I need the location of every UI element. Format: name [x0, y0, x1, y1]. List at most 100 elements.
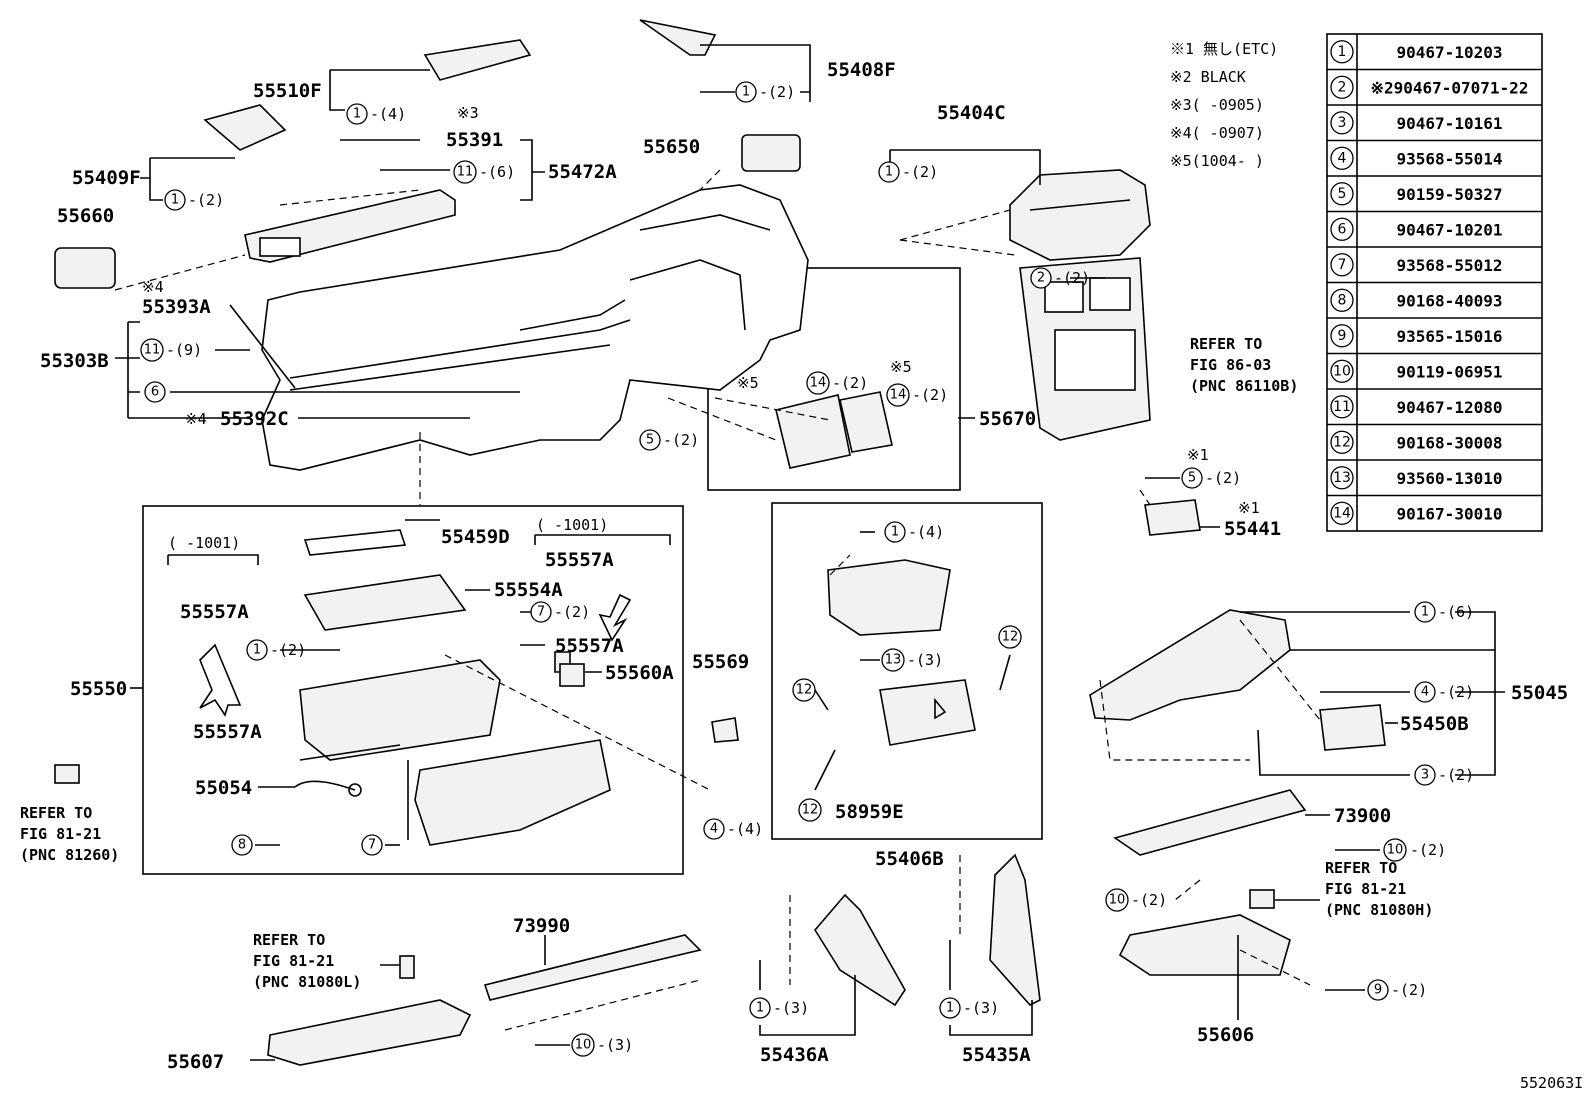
label-55510F: 55510F: [253, 80, 322, 102]
svg-text:1: 1: [891, 525, 899, 540]
row-number: 2: [1338, 79, 1347, 95]
label-55550: 55550: [70, 678, 127, 700]
callout-1-55510F: 1-(4): [346, 103, 406, 125]
svg-text:(PNC 81260): (PNC 81260): [20, 846, 119, 864]
label-55045: 55045: [1511, 682, 1568, 704]
callout-1-55406B: 1 -(4): [884, 521, 944, 543]
row-part-number: 90467-10201: [1397, 220, 1503, 239]
row-part-number: ※290467-07071-22: [1371, 78, 1529, 97]
marker-note-5-right: ※5: [890, 358, 912, 376]
row-number-circle: [1330, 288, 1354, 312]
label-73900: 73900: [1334, 805, 1391, 827]
label-55472A: 55472A: [548, 161, 617, 183]
row-number-circle: [1330, 40, 1354, 64]
note-5: ※5(1004- ): [1170, 152, 1264, 170]
svg-text:13: 13: [885, 653, 902, 668]
vent-55670-shape-2: [839, 391, 893, 453]
label-55391: 55391: [446, 129, 503, 151]
svg-text:1: 1: [1421, 605, 1429, 620]
svg-text:-(4): -(4): [908, 523, 944, 541]
callouts: 1-(4) 1-(2) 11-(6) 1-(2) 1-(2) 2-(2) 11-…: [140, 81, 1474, 1057]
svg-text:-(2): -(2): [663, 431, 699, 449]
svg-text:-(2): -(2): [759, 83, 795, 101]
callout-1-55436A: 1-(3): [749, 997, 809, 1019]
label-55392C: 55392C: [220, 408, 289, 430]
label-55409F: 55409F: [72, 167, 141, 189]
marker-note-1-top: ※1: [1187, 446, 1209, 464]
refer-note-81080H: REFER TO FIG 81-21 (PNC 81080H): [1249, 859, 1433, 919]
label-55557A-left-bottom: 55557A: [193, 721, 262, 743]
callout-9-55606: 9-(2): [1367, 979, 1427, 1001]
row-number: 10: [1333, 363, 1351, 379]
row-number-circle: [1330, 253, 1354, 277]
svg-text:9: 9: [1374, 983, 1382, 998]
cover-55409F: [203, 104, 287, 151]
svg-text:-(2): -(2): [1410, 841, 1446, 859]
label-55441: 55441: [1224, 518, 1281, 540]
svg-text:12: 12: [802, 803, 819, 818]
svg-text:10: 10: [575, 1038, 592, 1053]
svg-text:-(3): -(3): [963, 999, 999, 1017]
marker-note-4-bottom: ※4: [185, 410, 207, 428]
row-number-circle: [1330, 359, 1354, 383]
clip-55569: [711, 717, 739, 743]
svg-text:10: 10: [1109, 893, 1126, 908]
range-1001-right: ( -1001): [536, 516, 608, 534]
refer-note-81260: REFER TO FIG 81-21 (PNC 81260): [20, 764, 119, 864]
callout-1-55408F: 1-(2): [735, 81, 795, 103]
row-part-number: 90168-30008: [1397, 433, 1503, 452]
row-part-number: 90168-40093: [1397, 291, 1503, 310]
callout-5-55441: 5-(2): [1181, 467, 1241, 489]
callout-1-55045: 1-(6): [1414, 601, 1474, 623]
callout-2-55404C: 2-(2): [1030, 267, 1090, 289]
panel-73990: [483, 934, 702, 1001]
svg-text:(PNC 86110B): (PNC 86110B): [1190, 377, 1298, 395]
row-number: 11: [1333, 399, 1351, 415]
label-55303B: 55303B: [40, 350, 109, 372]
center-bezel-parts: [827, 559, 976, 746]
svg-text:1: 1: [885, 165, 893, 180]
row-number: 3: [1338, 115, 1347, 131]
callout-6-55303B: 6: [144, 381, 166, 403]
svg-text:FIG 81-21: FIG 81-21: [20, 825, 101, 843]
arrow-right: [598, 593, 632, 642]
instrument-panel-shape: [261, 184, 809, 471]
svg-text:-(2): -(2): [832, 374, 868, 392]
table-row: 2 ※290467-07071-22: [1327, 68, 1542, 99]
marker-note-3: ※3: [457, 104, 479, 122]
label-55459D: 55459D: [441, 526, 510, 548]
row-number-circle: [1330, 430, 1354, 454]
callout-11-55472A: 11-(6): [453, 160, 515, 184]
switch-55560A: [559, 663, 585, 687]
marker-note-5-left: ※5: [737, 374, 759, 392]
callout-10-73900: 10-(2): [1383, 838, 1446, 862]
row-part-number: 93560-13010: [1397, 469, 1503, 488]
cluster-hood-55404C: [1009, 169, 1151, 261]
note-2: ※2 BLACK: [1170, 68, 1246, 86]
note-4: ※4( -0907): [1170, 124, 1264, 142]
svg-text:-(6): -(6): [479, 163, 515, 181]
panel-73900: [1113, 789, 1307, 856]
row-number-circle: [1330, 324, 1354, 348]
svg-text:4: 4: [710, 822, 718, 837]
callout-11-55303B: 11-(9): [140, 338, 202, 362]
label-55404C: 55404C: [937, 102, 1006, 124]
cover-55510F: [423, 39, 532, 81]
svg-text:-(4): -(4): [727, 820, 763, 838]
group-box-55550: [142, 505, 684, 875]
callout-1-55404C: 1-(2): [878, 161, 938, 183]
row-number: 7: [1338, 257, 1347, 273]
row-part-number: 90159-50327: [1397, 185, 1503, 204]
callout-7-55557A: 7-(2): [530, 601, 590, 623]
row-number-circle: [1330, 111, 1354, 135]
row-part-number: 90467-12080: [1397, 398, 1503, 417]
label-55054: 55054: [195, 777, 252, 799]
svg-text:(PNC 81080L): (PNC 81080L): [253, 973, 361, 991]
svg-text:-(2): -(2): [1438, 766, 1474, 784]
